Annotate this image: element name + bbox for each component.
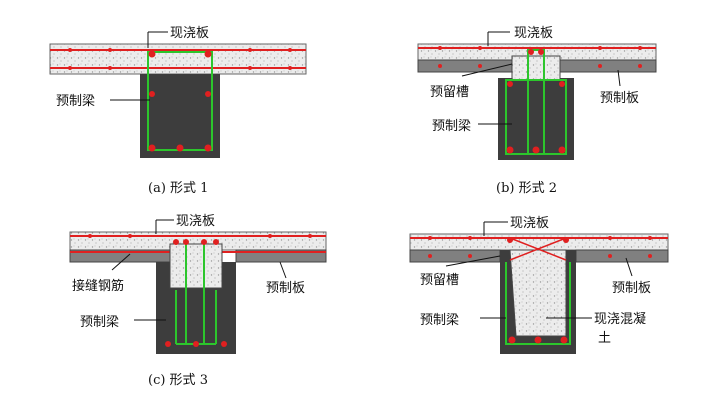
label-cast-slab: 现浇板 [510,216,549,231]
label-precast-slab: 预制板 [600,91,639,106]
label-cast-slab: 现浇板 [514,26,553,41]
leader-groove [445,255,501,267]
label-cast-concrete: 现浇混凝 [594,311,646,327]
cast-slab [409,233,669,251]
rebar-dots [88,234,312,347]
caption: (c) 形式 3 [148,373,208,388]
label-groove: 预留槽 [420,273,459,288]
label-cast-slab: 现浇板 [170,26,209,41]
panel-b: 现浇板 预留槽 预制梁 预制板 (b) 形式 2 [417,26,657,196]
leader-joint [111,253,131,271]
cast-slab [49,43,307,75]
panel-d: 现浇板 预留槽 预制梁 预制板 现浇混凝 土 [409,216,669,354]
label-beam: 预制梁 [420,313,459,328]
label-cast-concrete-2: 土 [598,331,611,346]
label-cast-slab: 现浇板 [176,214,215,229]
cross-rebar-2 [509,237,567,261]
groove-fill [169,243,223,289]
panel-a: 现浇板 预制梁 (a) 形式 1 [49,26,307,196]
precast-beam [140,74,220,158]
label-beam: 预制梁 [56,94,95,109]
groove-top [511,55,561,81]
rebar-dots [428,236,652,344]
rebar-dots [68,48,292,152]
stirrup [505,262,571,345]
precast-beam [498,78,574,160]
label-beam: 预制梁 [80,315,119,330]
caption: (a) 形式 1 [148,181,208,196]
leader-groove [461,63,513,77]
caption: (b) 形式 2 [496,181,557,196]
label-joint-rebar: 接缝钢筋 [72,278,124,294]
leader-precast-slab [279,261,287,279]
precast-slab-left [409,249,501,263]
label-groove: 预留槽 [430,85,469,100]
leader-precast-slab [625,257,633,277]
label-precast-slab: 预制板 [266,281,305,296]
label-precast-slab: 预制板 [612,281,651,296]
label-beam: 预制梁 [432,119,471,134]
stirrup-inner [527,49,545,155]
panel-c: 现浇板 接缝钢筋 预制梁 预制板 (c) 形式 3 [69,214,327,388]
rebar-dots [438,46,642,154]
precast-slab-left [417,59,513,73]
cast-concrete-fill [509,249,567,337]
leader-precast-slab [617,69,621,87]
precast-slab-right [575,249,669,263]
